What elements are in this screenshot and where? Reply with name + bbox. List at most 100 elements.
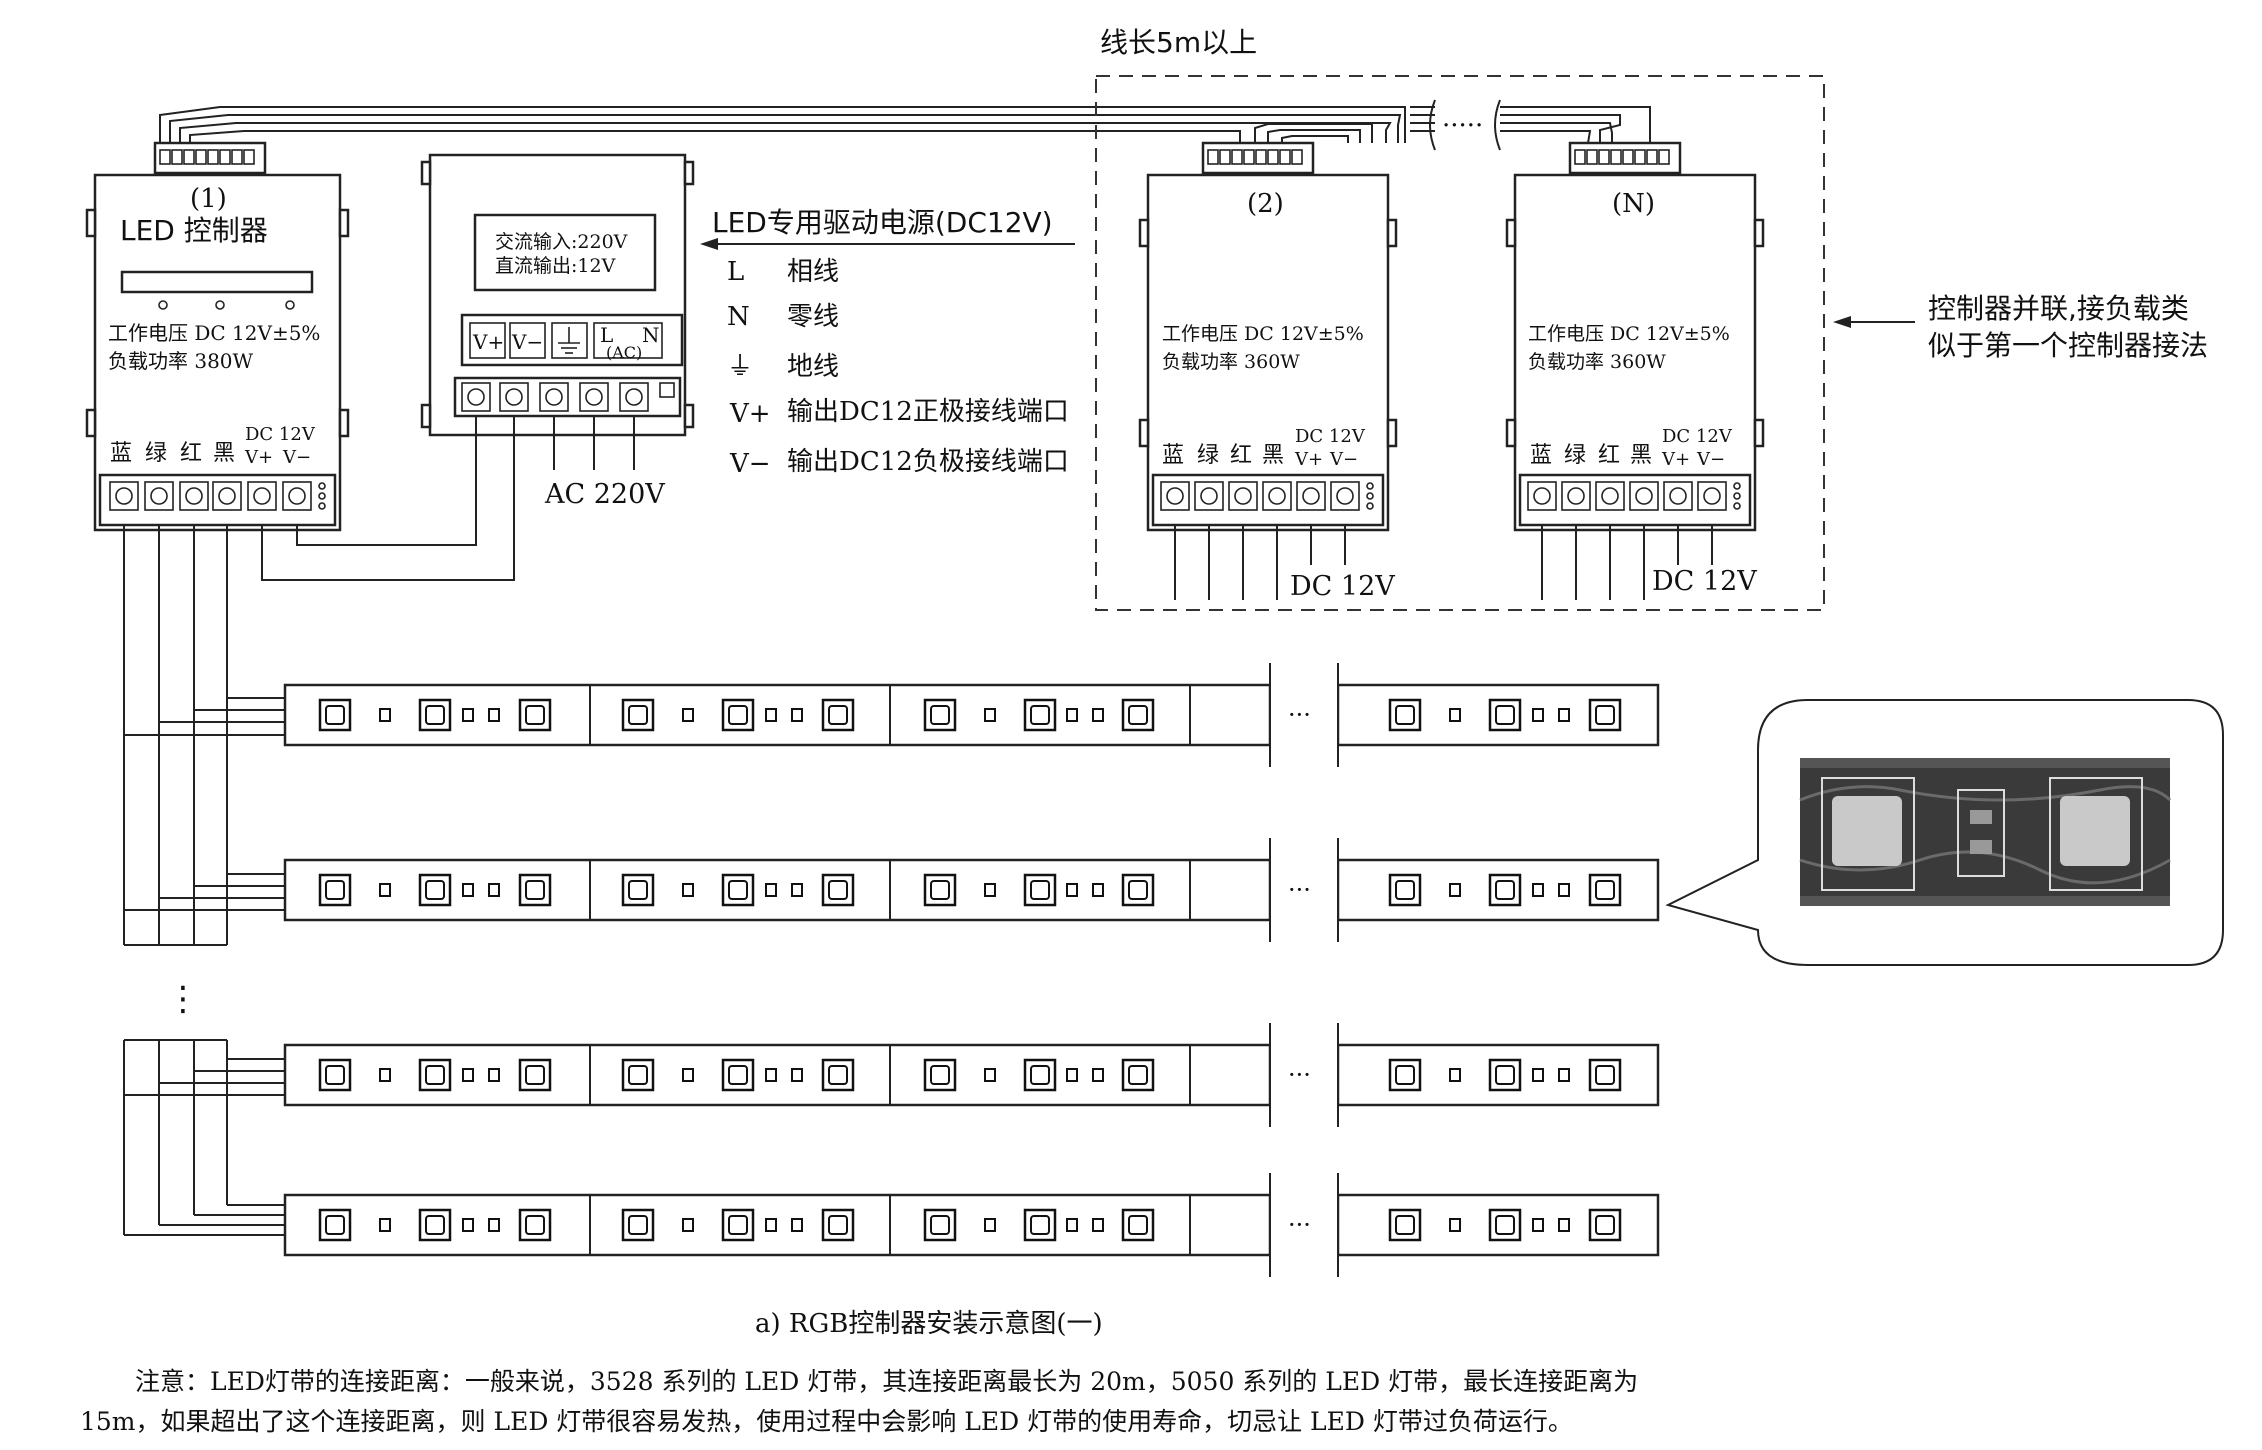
bus-ellipsis: ·····: [1442, 111, 1483, 141]
legend-ground-symbol: ⏚: [727, 352, 753, 382]
resistor: [1092, 708, 1104, 722]
resistor: [1558, 1218, 1570, 1232]
led-chip: [923, 1058, 957, 1092]
power-supply-ac-in: 交流输入:220V: [495, 231, 628, 253]
led-chip: [721, 1058, 755, 1092]
parallel-note-line1: 控制器并联,接负载类: [1928, 292, 2189, 325]
controller-n: (N) 工作电压 DC 12V±5% 负载功率 360W DC 12V 蓝 绿 …: [1505, 141, 1765, 600]
parallel-controllers-frame: [1095, 75, 1825, 611]
resistor: [984, 1218, 996, 1232]
controller-1-dc-label: DC 12V: [245, 424, 316, 445]
led-chip: [821, 873, 855, 907]
strip-feed-wires: ⋮: [123, 525, 285, 1236]
led-chip: [621, 698, 655, 732]
led-chip: [1121, 1208, 1155, 1242]
resistor: [791, 1218, 803, 1232]
led-chip: [923, 873, 957, 907]
controller-n-terminal-black: 黑: [1630, 443, 1652, 468]
controller-1-terminal-blue: 蓝: [110, 441, 132, 466]
led-photo-callout: [1665, 699, 2224, 966]
led-chip: [721, 873, 755, 907]
resistor: [462, 883, 474, 897]
resistor: [791, 883, 803, 897]
legend-vminus-text: 输出DC12负极接线端口: [787, 447, 1069, 477]
led-chip: [1588, 873, 1622, 907]
legend-vplus-text: 输出DC12正极接线端口: [787, 397, 1069, 427]
led-chip: [1121, 873, 1155, 907]
led-chip: [1023, 1208, 1057, 1242]
power-supply-dc-out: 直流输出:12V: [495, 255, 616, 277]
led-strip: ···: [283, 1023, 1660, 1127]
resistor: [1449, 1068, 1461, 1082]
power-supply: 交流输入:220V 直流输出:12V V+ V− L N (AC) AC 220…: [420, 153, 695, 510]
controller-2-terminal-black: 黑: [1262, 443, 1284, 468]
resistor: [1066, 1218, 1078, 1232]
led-chip: [418, 698, 452, 732]
resistor: [1558, 883, 1570, 897]
controller-n-terminal-block: [1518, 473, 1752, 527]
strip-ellipsis: ···: [1288, 876, 1311, 904]
led-chip: [318, 1058, 352, 1092]
led-chip: [1588, 1058, 1622, 1092]
parallel-note-line2: 似于第一个控制器接法: [1928, 329, 2208, 362]
power-supply-label-plate: [473, 213, 657, 292]
controller-2-terminal-red: 红: [1230, 443, 1252, 468]
led-chip: [821, 1208, 855, 1242]
resistor: [1092, 883, 1104, 897]
legend-vplus-symbol: V+: [729, 399, 771, 429]
led-chip: [721, 698, 755, 732]
resistor: [765, 708, 777, 722]
led-strip: ···: [283, 1173, 1660, 1277]
note-paragraph: 注意：LED灯带的连接距离：一般来说，3528 系列的 LED 灯带，其连接距离…: [80, 1362, 2240, 1442]
led-chip: [621, 1058, 655, 1092]
resistor: [1558, 1068, 1570, 1082]
led-chip: [518, 1208, 552, 1242]
resistor: [379, 1068, 391, 1082]
controller-1: (1) LED 控制器 工作电压 DC 12V±5% 负载功率 380W DC …: [85, 141, 350, 532]
resistor: [1092, 1218, 1104, 1232]
controller-2-vplus: V+: [1294, 449, 1323, 470]
resistor: [1532, 1068, 1544, 1082]
controller-n-terminal-red: 红: [1598, 443, 1620, 468]
resistor: [1449, 883, 1461, 897]
led-strips: ··· ··· ··· ···: [283, 663, 1660, 1277]
resistor: [488, 1068, 500, 1082]
resistor: [379, 1218, 391, 1232]
resistor: [462, 1068, 474, 1082]
controller-n-vplus: V+: [1661, 449, 1690, 470]
controller-1-index: (1): [190, 184, 227, 214]
resistor: [682, 883, 694, 897]
resistor: [1532, 883, 1544, 897]
resistor: [1558, 708, 1570, 722]
led-chip: [318, 873, 352, 907]
controller-2-vminus: V−: [1329, 449, 1358, 470]
led-chip: [318, 698, 352, 732]
led-chip: [821, 698, 855, 732]
strip-ellipsis: ···: [1288, 701, 1311, 729]
power-supply-vplus: V+: [472, 330, 504, 354]
controller-1-display: [120, 270, 314, 294]
resistor: [984, 708, 996, 722]
legend-n-text: 零线: [787, 302, 839, 332]
resistor: [1449, 708, 1461, 722]
led-chip: [1588, 1208, 1622, 1242]
resistor: [1066, 883, 1078, 897]
controller-2-power: 负载功率 360W: [1162, 351, 1300, 373]
resistor: [984, 883, 996, 897]
controller-n-vminus: V−: [1696, 449, 1725, 470]
controller-2-output: DC 12V: [1290, 571, 1395, 602]
legend-l-symbol: L: [727, 257, 744, 287]
resistor: [984, 1068, 996, 1082]
resistor: [765, 1068, 777, 1082]
strip-ellipsis: ···: [1288, 1061, 1311, 1089]
led-chip: [1121, 698, 1155, 732]
resistor: [1449, 1218, 1461, 1232]
controller-2-voltage: 工作电压 DC 12V±5%: [1162, 323, 1364, 345]
resistor: [1532, 1218, 1544, 1232]
led-chip: [1488, 873, 1522, 907]
led-chip: [418, 1208, 452, 1242]
controller-n-output: DC 12V: [1652, 566, 1757, 597]
controller-1-terminal-red: 红: [180, 441, 202, 466]
led-chip: [318, 1208, 352, 1242]
